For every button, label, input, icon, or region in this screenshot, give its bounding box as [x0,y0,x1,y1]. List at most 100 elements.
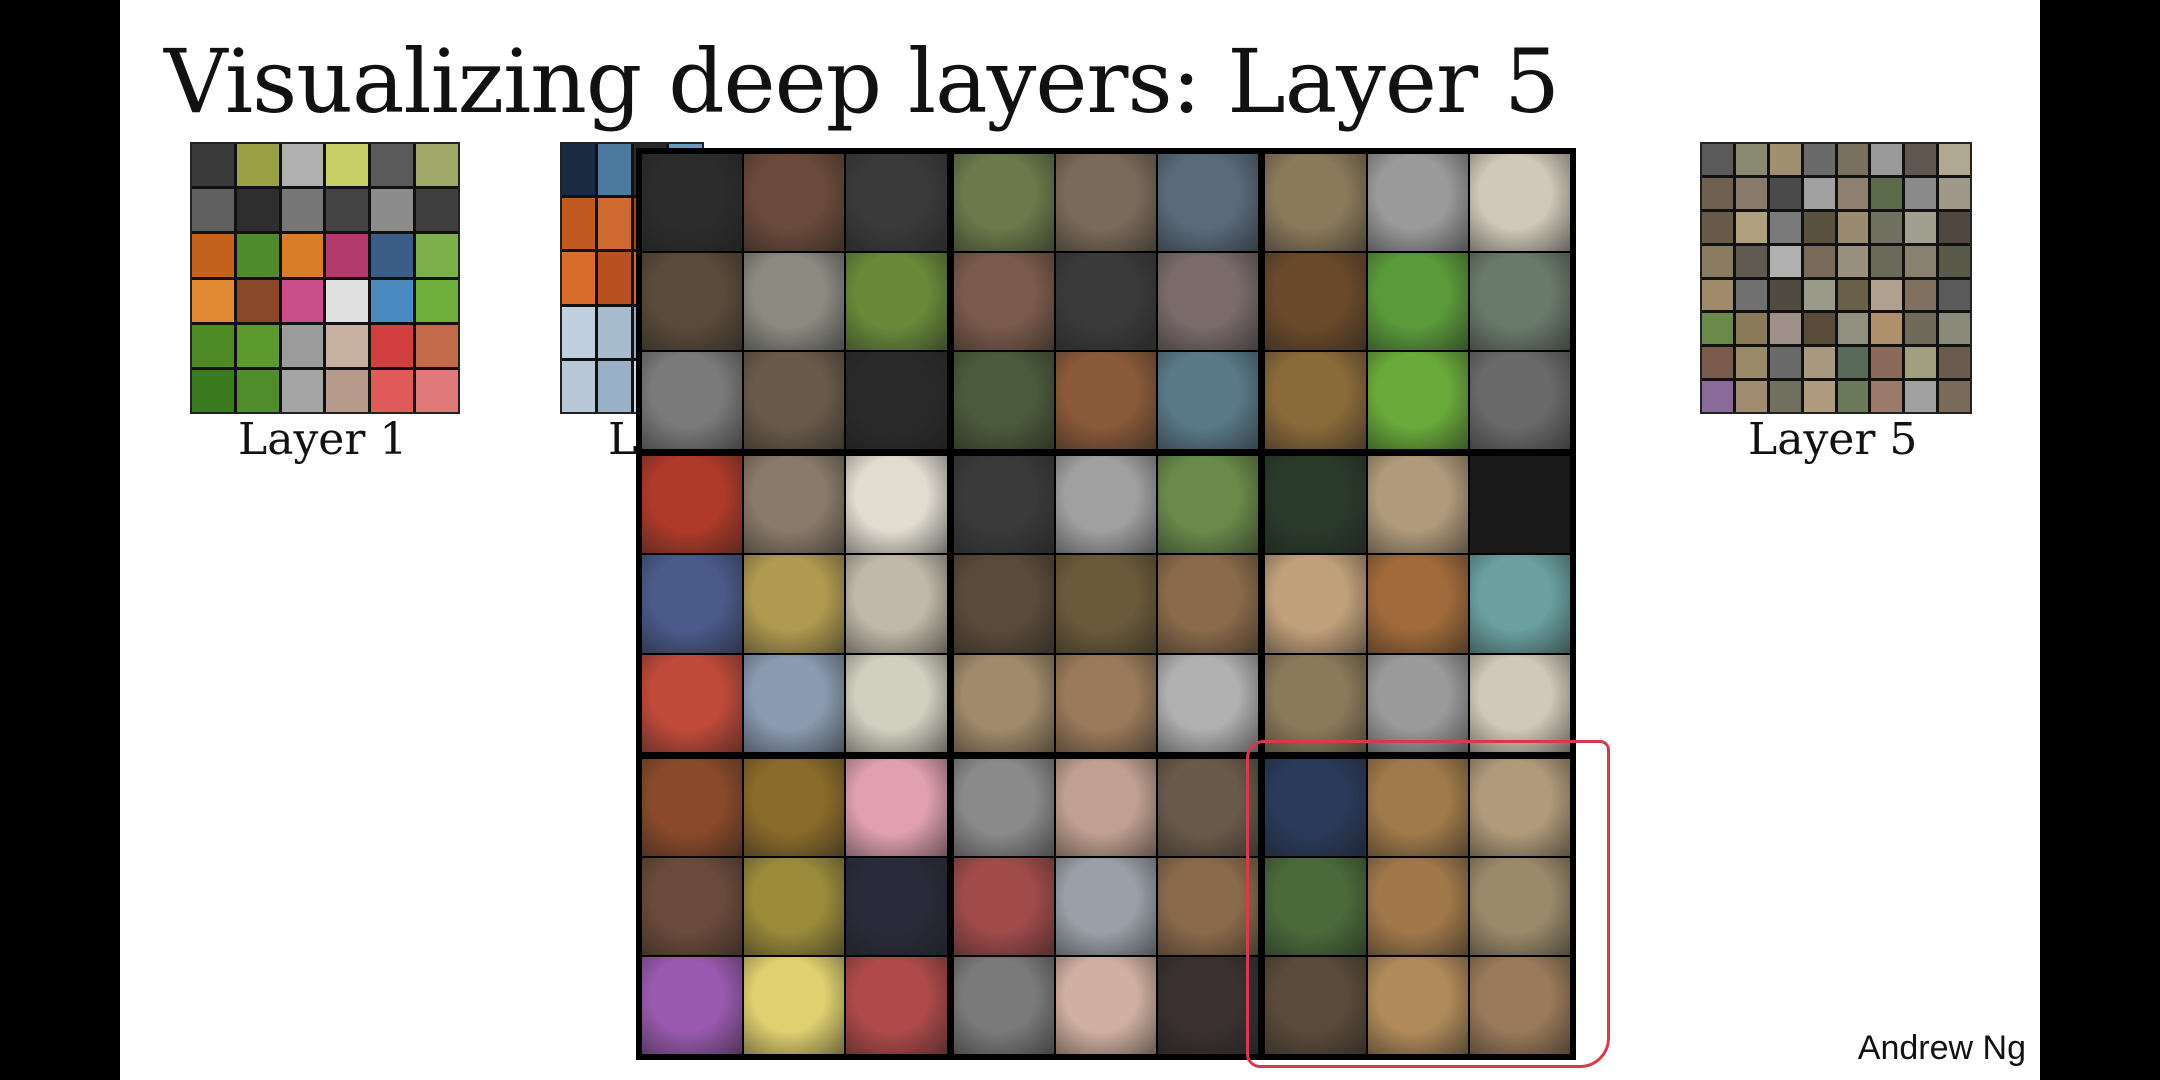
slide: Visualizing deep layers: Layer 5 Layer 1… [120,0,2040,1080]
layer-1-thumbnail [190,142,460,414]
image-patch [642,154,743,252]
image-patch [1158,456,1259,554]
thumbnail-cell [1871,144,1903,175]
thumbnail-cell [371,279,414,322]
thumbnail-cell [281,279,324,322]
thumbnail-cell [1702,177,1733,209]
image-patch [1055,352,1157,450]
image-patch [953,956,1054,1054]
image-patch [642,555,743,653]
image-patch [1055,253,1157,351]
thumbnail-cell [562,252,595,304]
thumbnail-cell [1837,211,1869,243]
image-patch [1158,154,1259,252]
image-patch [1367,555,1468,653]
thumbnail-cell [1905,144,1937,175]
thumbnail-cell [192,189,234,232]
image-patch [1055,555,1157,653]
image-patch [1367,456,1468,554]
image-patch [642,857,743,955]
thumbnail-cell [1837,144,1869,175]
thumbnail-cell [1871,279,1903,311]
thumbnail-cell [562,360,595,412]
image-patch [1158,758,1259,856]
feature-block-people-and-cars [953,758,1259,1054]
thumbnail-cell [1939,381,1970,412]
image-patch [846,154,947,252]
thumbnail-cell [1702,313,1733,345]
image-patch [953,253,1054,351]
image-patch [1265,456,1366,554]
image-patch [642,654,743,752]
thumbnail-cell [562,198,595,250]
image-patch [1265,154,1366,252]
thumbnail-cell [1803,177,1835,209]
thumbnail-cell [1803,347,1835,379]
image-patch [1265,956,1366,1054]
thumbnail-cell [597,306,631,358]
thumbnail-cell [192,234,234,277]
thumbnail-cell [1939,177,1970,209]
thumbnail-cell [236,189,279,232]
image-patch [1469,555,1570,653]
image-patch [1367,857,1468,955]
thumbnail-cell [1939,245,1970,277]
thumbnail-cell [281,189,324,232]
thumbnail-cell [1905,347,1937,379]
thumbnail-cell [1837,177,1869,209]
thumbnail-cell [597,198,631,250]
thumbnail-cell [1803,144,1835,175]
image-patch [1367,253,1468,351]
thumbnail-cell [1803,279,1835,311]
image-patch [1055,758,1157,856]
image-patch [744,758,845,856]
thumbnail-cell [236,324,279,367]
thumbnail-cell [236,369,279,412]
image-patch [846,758,947,856]
thumbnail-cell [1702,245,1733,277]
image-patch [1469,758,1570,856]
thumbnail-cell [1871,381,1903,412]
thumbnail-cell [1735,279,1767,311]
thumbnail-cell [1905,245,1937,277]
thumbnail-cell [371,234,414,277]
image-patch [1367,154,1468,252]
thumbnail-cell [1871,313,1903,345]
image-patch [744,456,845,554]
thumbnail-cell [371,324,414,367]
image-patch [1265,555,1366,653]
image-patch [1265,253,1366,351]
image-patch [744,555,845,653]
image-patch [1265,758,1366,856]
thumbnail-cell [1769,279,1801,311]
slide-title: Visualizing deep layers: Layer 5 [164,30,1560,133]
image-patch [846,956,947,1054]
thumbnail-cell [1735,177,1767,209]
thumbnail-cell [1803,245,1835,277]
thumbnail-cell [1837,313,1869,345]
thumbnail-cell [1939,144,1970,175]
thumbnail-cell [236,234,279,277]
thumbnail-cell [1837,279,1869,311]
thumbnail-cell [1735,313,1767,345]
thumbnail-cell [1837,381,1869,412]
thumbnail-cell [1769,381,1801,412]
image-patch [1469,956,1570,1054]
author-credit: Andrew Ng [1857,1029,2026,1067]
image-patch [1158,555,1259,653]
image-patch [1055,456,1157,554]
image-patch [1367,956,1468,1054]
thumbnail-cell [281,324,324,367]
thumbnail-cell [1905,381,1937,412]
thumbnail-cell [597,360,631,412]
feature-block-signs-and-text [642,456,947,752]
thumbnail-cell [1702,144,1733,175]
image-patch [953,154,1054,252]
layer-1-grid [192,144,458,412]
image-patch [1158,956,1259,1054]
thumbnail-cell [1702,347,1733,379]
image-patch [953,555,1054,653]
thumbnail-cell [416,144,458,187]
thumbnail-cell [236,144,279,187]
image-patch [953,857,1054,955]
